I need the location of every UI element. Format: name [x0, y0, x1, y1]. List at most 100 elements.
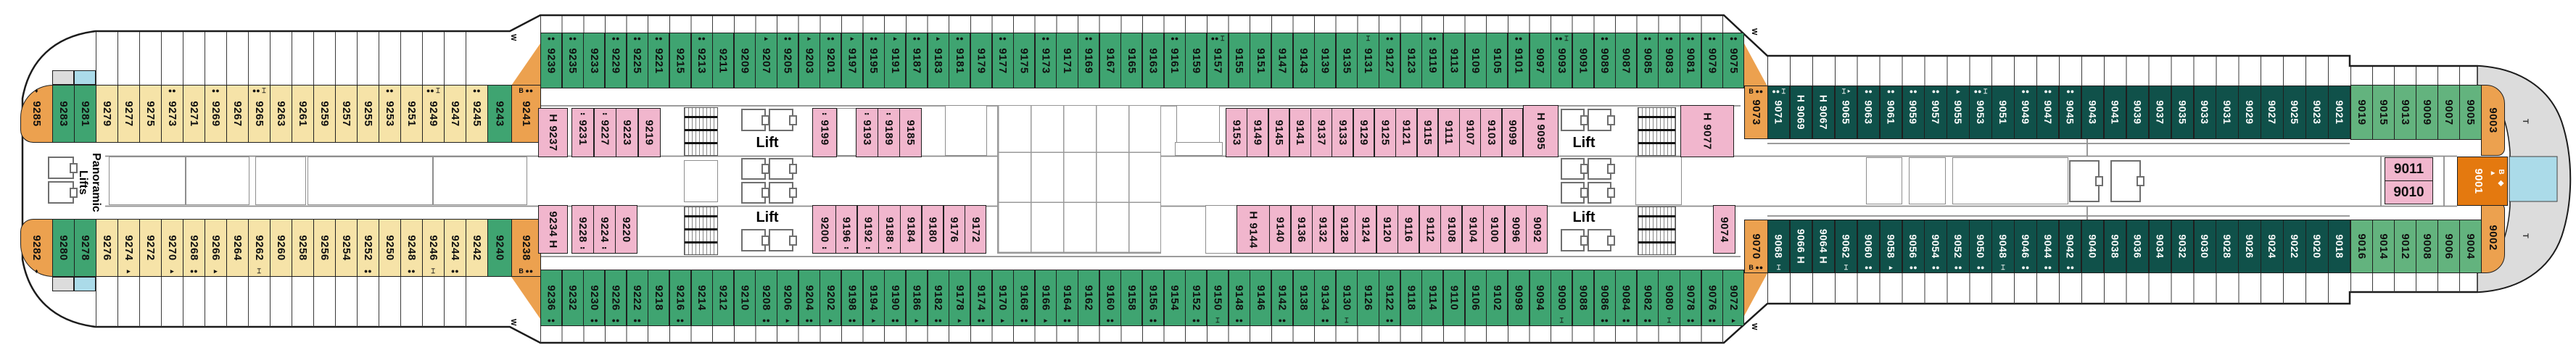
cabin-number: 9174: [975, 285, 988, 311]
cabin-number: 9220: [619, 216, 632, 243]
berth-symbols: ●●: [1909, 264, 1917, 271]
cabin-number: 9041: [2109, 100, 2121, 125]
berth-symbols: ♦: [34, 267, 38, 275]
cabin-number: 9198: [846, 285, 859, 311]
cabin-9111: 9111: [1437, 108, 1460, 157]
cabin-number: 9260: [274, 235, 287, 261]
berth-symbols: ⌶: [1559, 317, 1564, 324]
cabin-number: 9273: [165, 101, 178, 127]
berth-symbols: ●●: [547, 35, 556, 42]
cabin-9130: 9130⌶: [1335, 270, 1358, 326]
cabin-number: 9188: [883, 216, 896, 243]
cabin-9092: 9092: [1526, 205, 1548, 254]
berth-symbols: ⌶: [1215, 317, 1220, 324]
cabin-9100: 9100: [1483, 205, 1506, 254]
cabin-9058: 9058▸: [1879, 220, 1903, 273]
cabin-number: 9235: [566, 47, 579, 74]
berth-symbols: ●●: [472, 87, 481, 94]
cabin-number: 9122: [1383, 285, 1396, 311]
berth-symbols: ●●: [1171, 35, 1179, 42]
cabin-number: 9092: [1530, 216, 1543, 243]
cabin-9010: 9010: [2385, 180, 2433, 204]
cabin-number: H 9069: [1795, 94, 1807, 130]
lift-icon: [1561, 158, 1585, 180]
cabin-number: 9285: [30, 101, 43, 127]
cabin-9237: H 9237: [538, 108, 568, 157]
cabin-9128: 9128: [1333, 205, 1355, 254]
cabin-number: 9108: [1445, 216, 1458, 243]
cabin-number: 9091: [1577, 47, 1590, 74]
cabin-number: 9005: [2464, 99, 2477, 125]
cabin-number: H 9067: [1817, 94, 1830, 130]
cabin-number: 9242: [470, 235, 483, 261]
cabin-9150: 9150⌶: [1206, 270, 1229, 326]
cabin-number: 9202: [824, 285, 837, 311]
cabin-9157: 9157●● ⌶: [1206, 33, 1229, 88]
cabin-number: 9229: [609, 47, 622, 74]
cabin-9013: 9013: [2394, 85, 2416, 140]
cabin-9062: 9062⌶: [1834, 220, 1858, 273]
cabin-9016: 9016: [2350, 220, 2373, 273]
berth-symbols: ●●: [1864, 264, 1873, 271]
berth-symbols: ●●: [363, 267, 372, 275]
cabin-9264: 9264: [226, 219, 249, 277]
wall: [185, 157, 186, 205]
cabin-number: 9056: [1907, 234, 1920, 259]
cabin-number: 9072: [1727, 285, 1740, 311]
cabin-9138: 9138: [1292, 270, 1315, 326]
cabin-9031: 9031: [2216, 86, 2239, 139]
cabin-9231: 9231▪▪: [571, 108, 594, 157]
cabin-9014: 9014: [2372, 220, 2395, 273]
cabin-9096: 9096: [1504, 205, 1527, 254]
cabin-9140: 9140: [1269, 205, 1292, 254]
cabin-number: 9013: [2398, 99, 2411, 125]
cabin-number: 9011: [2393, 161, 2424, 177]
cabin-9263: 9263: [270, 85, 292, 143]
berth-symbols: ⌶: [1345, 317, 1349, 324]
cabin-9240: 9240: [487, 219, 512, 277]
cabin-number: 9255: [361, 101, 374, 127]
berth-symbols: ●●: [1886, 88, 1895, 95]
cabin-number: 9096: [1509, 216, 1522, 243]
cabin-9179: 9179: [970, 33, 992, 88]
cabin-9218: 9218: [648, 270, 670, 326]
cabin-9074: 9074: [1713, 205, 1735, 254]
cabin-9212: 9212: [712, 270, 735, 326]
cabin-number: 9283: [57, 101, 70, 127]
berth-symbols: ●●: [1909, 88, 1917, 95]
cabin-9083: 9083●●: [1658, 33, 1680, 88]
berth-symbols: ●●: [590, 317, 598, 324]
berth-symbols: ●●: [912, 35, 921, 42]
cabin-9090: 9090⌶: [1551, 270, 1573, 326]
cabin-number: 9047: [2042, 100, 2054, 125]
hull-color-strip: [52, 277, 74, 291]
cabin-number: 9160: [1104, 285, 1117, 311]
cabin-number: 9248: [405, 235, 418, 261]
cabin-number: 9282: [30, 235, 43, 261]
corridor-walls: [105, 105, 2457, 257]
cabin-9065: 9065⌶ ▸: [1834, 86, 1858, 139]
berth-symbols: ●●: [762, 317, 770, 324]
cabin-9038: 9038: [2103, 220, 2127, 273]
cabin-9242: 9242: [466, 219, 488, 277]
cabin-9059: 9059●●: [1902, 86, 1925, 139]
cabin-number: 9014: [2377, 233, 2390, 259]
cabin-number: 9004: [2464, 233, 2477, 259]
cabin-9220: 9220: [615, 205, 637, 254]
cabin-9145: 9145: [1268, 108, 1290, 157]
balcony-strip: [96, 277, 487, 327]
room: [1635, 157, 1682, 205]
cabin-9248: 9248●●: [400, 219, 423, 277]
cabin-9022: 9022: [2283, 220, 2306, 273]
berth-symbols: ●●: [1622, 317, 1630, 324]
cabin-number: 9208: [759, 285, 772, 311]
panoramic-lifts-label: Panoramic Lifts: [77, 153, 102, 212]
cabin-number: 9250: [383, 235, 396, 261]
cabin-number: 9038: [2109, 234, 2121, 259]
cabin-number: 9281: [78, 101, 91, 127]
cabin-9210: 9210: [733, 270, 756, 326]
cabin-number: 9180: [926, 216, 939, 243]
cabin-number: 9043: [2086, 100, 2099, 125]
